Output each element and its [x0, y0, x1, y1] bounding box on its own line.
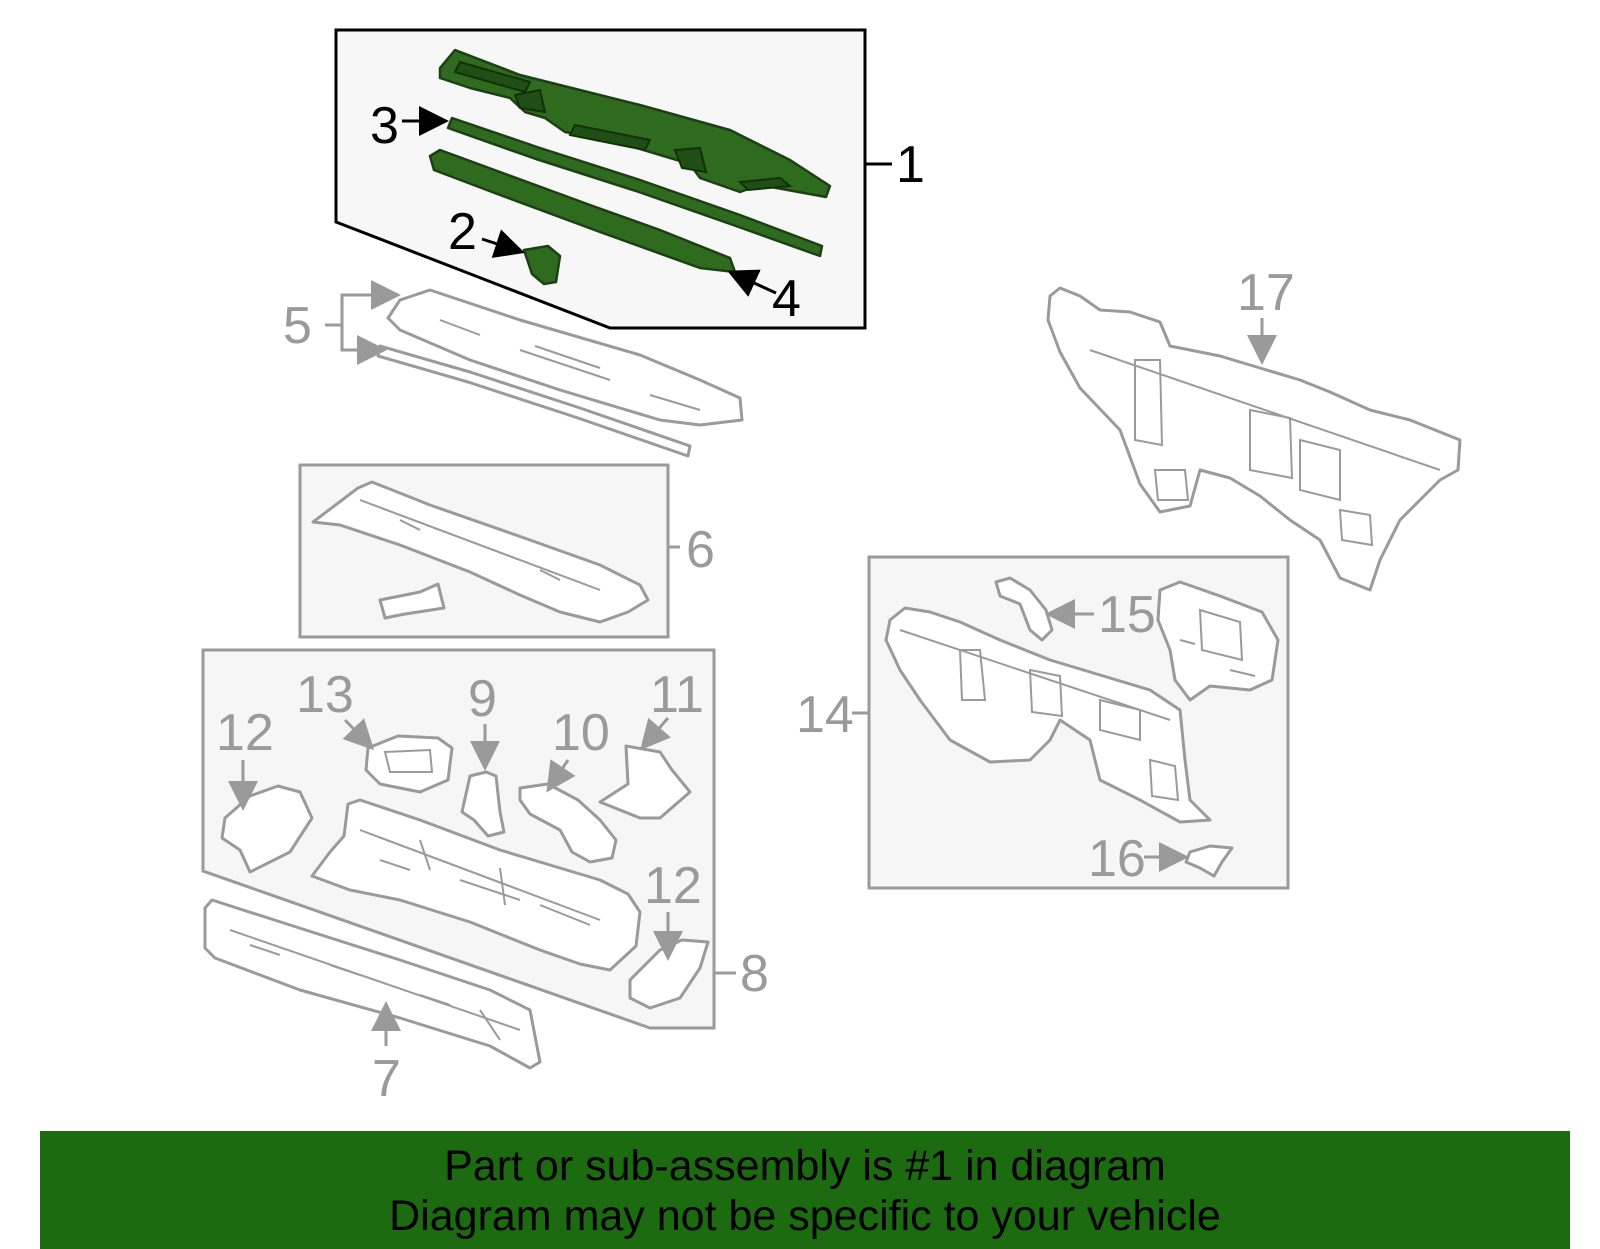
callout-11[interactable]: 11 [650, 666, 704, 724]
upper-seal-part[interactable] [446, 116, 824, 258]
callout-12-left[interactable]: 12 [216, 704, 274, 762]
part-8-group[interactable]: 12 13 9 10 11 12 8 [201, 648, 769, 1030]
callout-4[interactable]: 4 [772, 270, 801, 328]
part-6-group[interactable]: 6 [298, 463, 715, 639]
lower-seal-part[interactable] [428, 148, 737, 274]
callout-12-right[interactable]: 12 [644, 857, 702, 915]
banner-line-1: Part or sub-assembly is #1 in diagram [444, 1142, 1166, 1190]
notice-banner: Part or sub-assembly is #1 in diagram Di… [40, 1131, 1570, 1249]
bracket-part[interactable] [522, 244, 562, 286]
leader-4 [727, 269, 777, 297]
callout-1[interactable]: 1 [896, 136, 925, 194]
cowl-vent-panel-part[interactable] [438, 48, 832, 199]
callout-2[interactable]: 2 [448, 203, 477, 261]
callout-5[interactable]: 5 [283, 297, 312, 355]
callout-7[interactable]: 7 [372, 1050, 401, 1108]
callout-13[interactable]: 13 [296, 666, 354, 724]
callout-8[interactable]: 8 [740, 945, 769, 1003]
callout-14[interactable]: 14 [796, 686, 854, 744]
leader-5 [325, 280, 401, 327]
part-5-group[interactable]: 5 [283, 280, 744, 458]
callout-16[interactable]: 16 [1088, 830, 1146, 888]
callout-15[interactable]: 15 [1098, 586, 1156, 644]
part-17-group[interactable]: 17 [1046, 264, 1462, 592]
leader-2 [481, 229, 525, 258]
part-14-group[interactable]: 15 16 14 [796, 555, 1290, 890]
callout-3[interactable]: 3 [370, 97, 399, 155]
callout-9[interactable]: 9 [468, 670, 497, 728]
part-7-group[interactable]: 7 [203, 898, 542, 1108]
assembly-1-group[interactable]: 1 2 3 4 [334, 28, 925, 330]
callout-10[interactable]: 10 [552, 704, 610, 762]
callout-6[interactable]: 6 [686, 521, 715, 579]
callout-17[interactable]: 17 [1237, 264, 1295, 322]
banner-line-2: Diagram may not be specific to your vehi… [389, 1192, 1221, 1240]
